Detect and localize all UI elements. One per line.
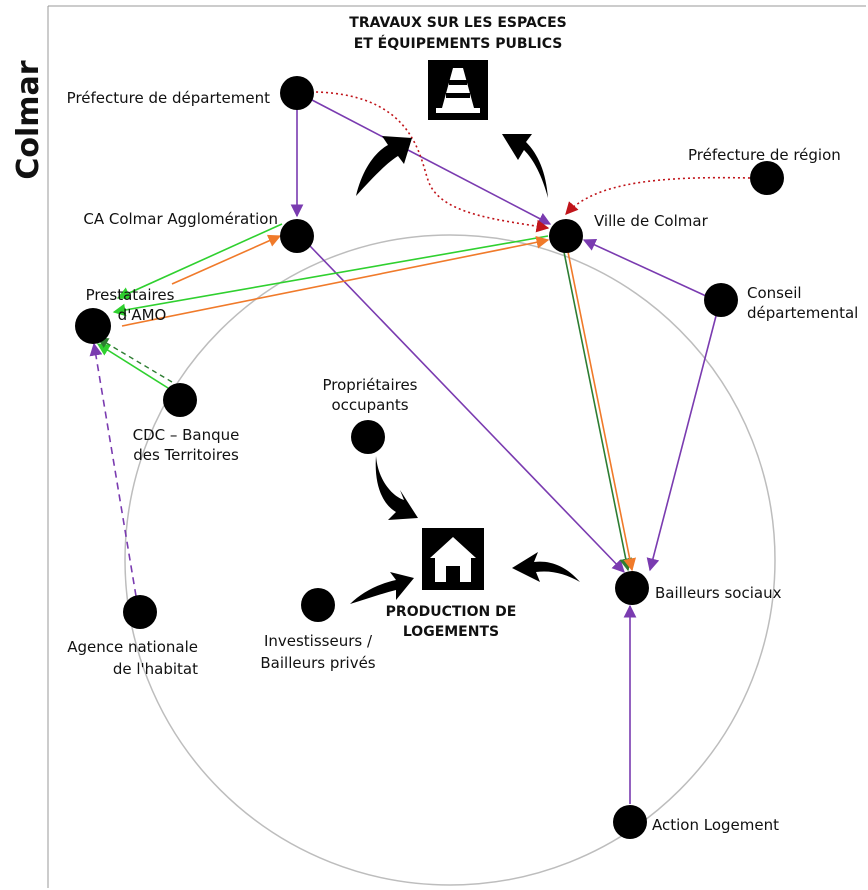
edge-ca-presta-green [116, 223, 283, 300]
node-conseil-departemental [704, 283, 738, 317]
logements-title-line1: PRODUCTION DE [386, 604, 517, 620]
label-action-logement: Action Logement [652, 816, 779, 834]
curved-arrow-left-travaux [356, 136, 412, 196]
edge-conseil-ville [582, 238, 707, 297]
label-proprietaires-line1: Propriétaires [322, 376, 417, 394]
label-prefecture-departement: Préfecture de département [67, 89, 270, 107]
label-cdc-line1: CDC – Banque [133, 426, 240, 444]
label-anah-line1: Agence nationale [67, 638, 198, 656]
node-proprietaires [351, 420, 385, 454]
edge-ville-bailleurs-dgreen [563, 251, 633, 572]
edge-cdc-presta-dashed [97, 337, 173, 383]
label-ville: Ville de Colmar [594, 212, 709, 230]
edge-anah-presta-dashed [89, 342, 137, 597]
travaux-title-line1: TRAVAUX SUR LES ESPACES [349, 15, 566, 31]
edge-ca-bailleurs [309, 245, 625, 573]
label-proprietaires-line2: occupants [331, 396, 408, 414]
node-ville [549, 219, 583, 253]
label-investisseurs-line1: Investisseurs / [264, 632, 373, 650]
territory-circle [124, 234, 776, 886]
node-prefecture-departement [280, 76, 314, 110]
logements-title-line2: LOGEMENTS [403, 624, 499, 640]
curved-arrow-investisseurs [350, 572, 414, 604]
node-prefecture-region [750, 161, 784, 195]
edge-ville-presta-green [112, 235, 549, 317]
edge-conseil-bailleurs [646, 315, 717, 572]
node-prestataires [75, 308, 111, 344]
label-anah-line2: de l'habitat [113, 660, 198, 678]
curved-arrow-proprietaires [375, 456, 418, 520]
node-cdc [163, 383, 197, 417]
curved-arrow-right-travaux [502, 134, 548, 198]
label-prestataires-line1: Prestataires [86, 286, 175, 304]
node-investisseurs [301, 588, 335, 622]
edge-presta-ville-orange [121, 236, 550, 327]
curved-arrow-bailleurs [512, 552, 580, 582]
label-prestataires-line2: d'AMO [118, 306, 167, 324]
node-ca-colmar [280, 219, 314, 253]
travaux-title-line2: ET ÉQUIPEMENTS PUBLICS [354, 35, 563, 52]
node-bailleurs-sociaux [615, 571, 649, 605]
edge-presta-ca-orange [171, 234, 282, 285]
label-investisseurs-line2: Bailleurs privés [260, 654, 375, 672]
edge-prefreg-ville-dotted [565, 176, 751, 215]
node-action-logement [613, 805, 647, 839]
edge-ville-bailleurs-orange [567, 251, 637, 572]
house-icon [422, 528, 484, 590]
edge-prefdep-ville [311, 99, 552, 225]
label-conseil-line1: Conseil [747, 284, 802, 302]
label-conseil-line2: départemental [747, 304, 858, 322]
label-ca-colmar: CA Colmar Agglomération [83, 210, 278, 228]
traffic-cone-icon [428, 60, 488, 120]
node-anah [123, 595, 157, 629]
label-prefecture-region: Préfecture de région [688, 146, 841, 164]
label-cdc-line2: des Territoires [133, 446, 239, 464]
label-bailleurs-sociaux: Bailleurs sociaux [655, 584, 782, 602]
side-title: Colmar [11, 60, 46, 179]
edge-prefdep-ville-dotted [315, 91, 550, 233]
edge-cdc-presta-green [96, 343, 169, 389]
